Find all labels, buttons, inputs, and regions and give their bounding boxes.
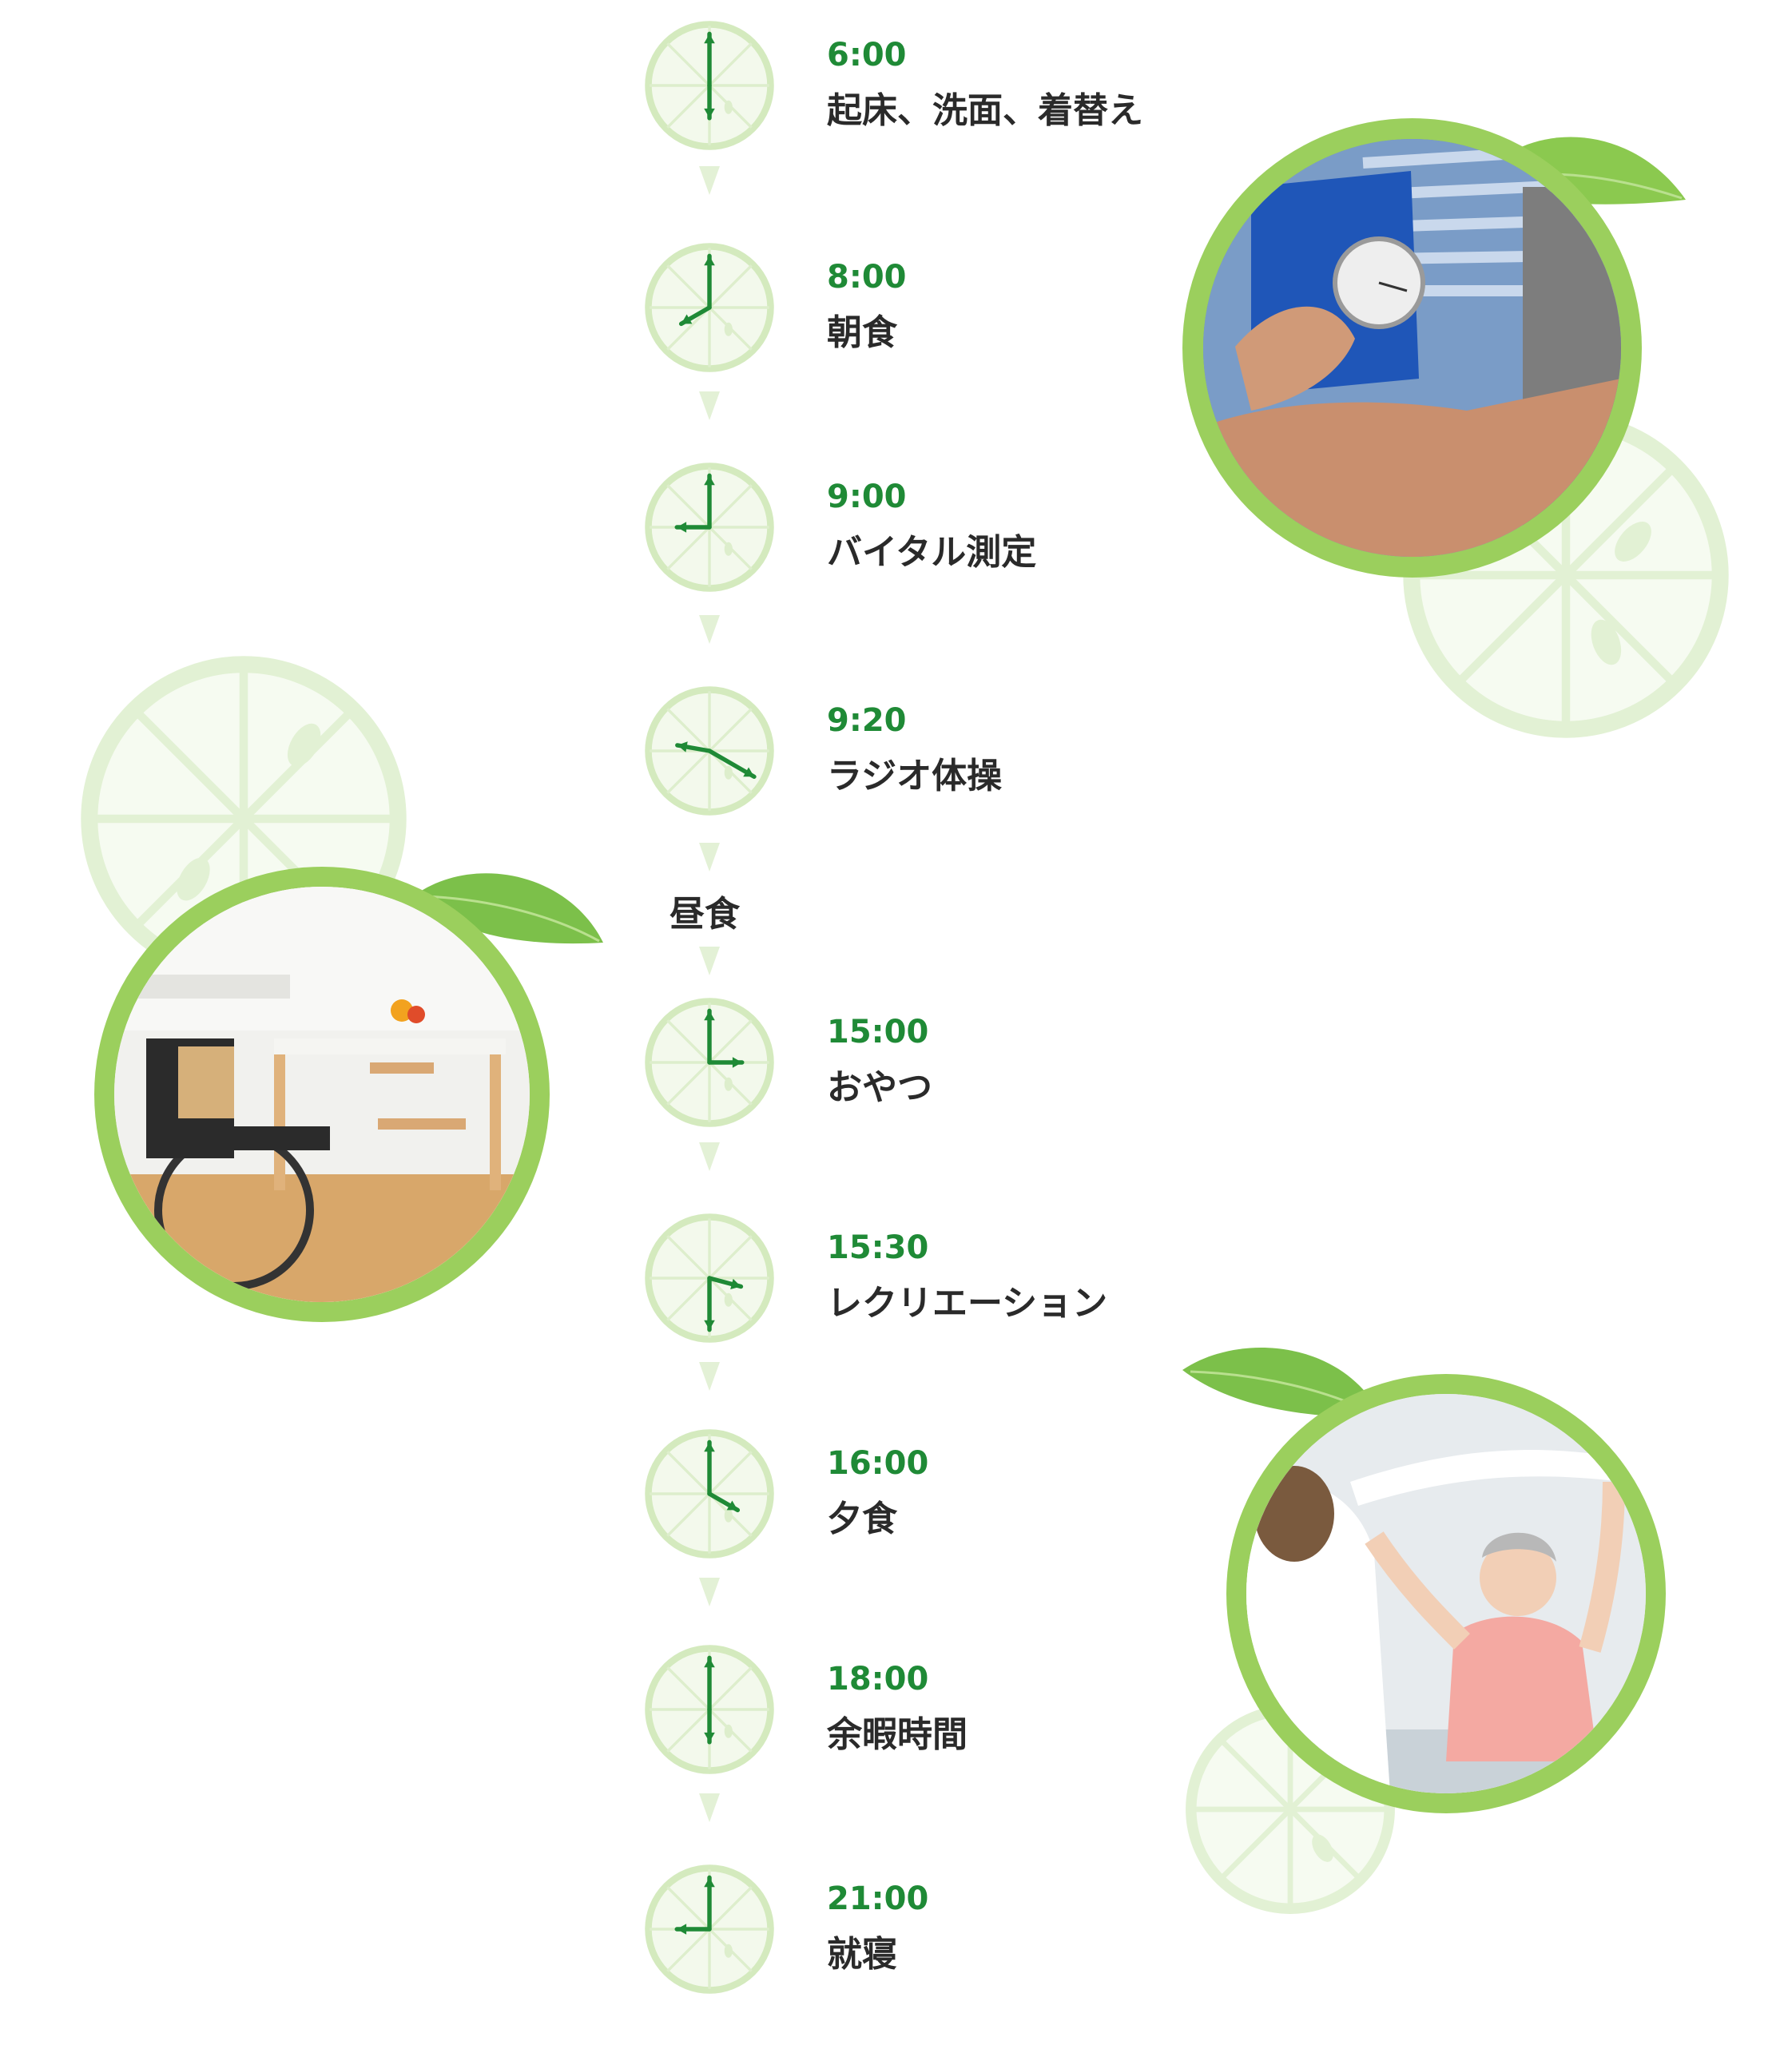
clock-hour-hand (674, 1924, 712, 1935)
clock-hour-hand (678, 305, 712, 327)
clock-minute-hand (704, 1008, 715, 1065)
triangle-down-icon (699, 1142, 720, 1171)
schedule-item: 18:00 余暇時間 (0, 1642, 1792, 1777)
clock-face (642, 18, 777, 153)
clock-face (642, 683, 777, 819)
clock-hour-hand (675, 741, 712, 753)
clock-icon (645, 998, 774, 1127)
schedule-activity: レクリエーション (827, 1283, 1108, 1324)
schedule-time: 21:00 (827, 1880, 929, 1917)
schedule-item: 6:00 起床、洗面、着替え (0, 18, 1792, 153)
clock-icon (645, 243, 774, 372)
clock-hour-hand (704, 83, 715, 121)
schedule-activity: ラジオ体操 (827, 756, 1003, 796)
clock-icon (645, 1645, 774, 1774)
photo-blood-pressure (1182, 118, 1642, 578)
triangle-down-icon (699, 391, 720, 420)
schedule-time: 15:30 (827, 1229, 929, 1266)
clock-minute-hand (704, 31, 715, 88)
schedule-item: 15:00 おやつ (0, 995, 1792, 1130)
schedule-time: 9:20 (827, 702, 907, 739)
schedule-time: 6:00 (827, 37, 907, 73)
schedule-time: 9:00 (827, 478, 907, 515)
schedule-item: 9:20 ラジオ体操 (0, 683, 1792, 819)
clock-hour-hand (674, 522, 712, 533)
clock-hour-hand (707, 1491, 741, 1513)
clock-minute-hand (704, 1655, 715, 1712)
schedule-activity: 朝食 (827, 312, 897, 353)
schedule-activity: 起床、洗面、着替え (827, 90, 1143, 131)
clock-icon (645, 21, 774, 150)
schedule-activity: おやつ (827, 1067, 932, 1108)
clock-face (642, 1642, 777, 1777)
clock-icon (645, 1864, 774, 1994)
clock-icon (645, 1213, 774, 1343)
triangle-down-icon (699, 1793, 720, 1822)
schedule-item: 15:30 レクリエーション (0, 1210, 1792, 1346)
clock-face (642, 1861, 777, 1997)
clock-icon (645, 686, 774, 816)
clock-hour-hand (704, 1707, 715, 1745)
clock-minute-hand (704, 253, 715, 310)
lunch-label: 昼食 (670, 894, 740, 935)
schedule-time: 15:00 (827, 1014, 929, 1050)
schedule-activity: バイタル測定 (827, 532, 1037, 573)
schedule-activity: 余暇時間 (827, 1714, 968, 1755)
clock-minute-hand (704, 1875, 715, 1932)
photo-recreation (1226, 1374, 1666, 1813)
schedule-time: 8:00 (827, 259, 907, 296)
triangle-down-icon (699, 843, 720, 872)
clock-hour-hand (707, 1276, 744, 1290)
clock-icon (645, 1429, 774, 1559)
clock-face (642, 240, 777, 375)
leaf-icon (415, 873, 603, 944)
clock-minute-hand (704, 473, 715, 530)
clock-face (642, 1426, 777, 1562)
schedule-item: 21:00 就寝 (0, 1861, 1792, 1997)
schedule-activity: 夕食 (827, 1499, 897, 1539)
schedule-item: 9:00 バイタル測定 (0, 459, 1792, 595)
clock-minute-hand (707, 749, 757, 780)
clock-face (642, 459, 777, 595)
clock-face (642, 1210, 777, 1346)
triangle-down-icon (699, 615, 720, 644)
triangle-down-icon (699, 947, 720, 975)
triangle-down-icon (699, 166, 720, 195)
triangle-down-icon (699, 1578, 720, 1606)
clock-minute-hand (704, 1276, 715, 1332)
schedule-item: 16:00 夕食 (0, 1426, 1792, 1562)
triangle-down-icon (699, 1362, 720, 1391)
clock-hour-hand (707, 1057, 745, 1068)
schedule-time: 18:00 (827, 1661, 929, 1698)
clock-face (642, 995, 777, 1130)
clock-minute-hand (704, 1439, 715, 1496)
schedule-activity: 就寝 (827, 1934, 897, 1975)
schedule-time: 16:00 (827, 1445, 929, 1482)
schedule-item: 8:00 朝食 (0, 240, 1792, 375)
clock-icon (645, 463, 774, 592)
